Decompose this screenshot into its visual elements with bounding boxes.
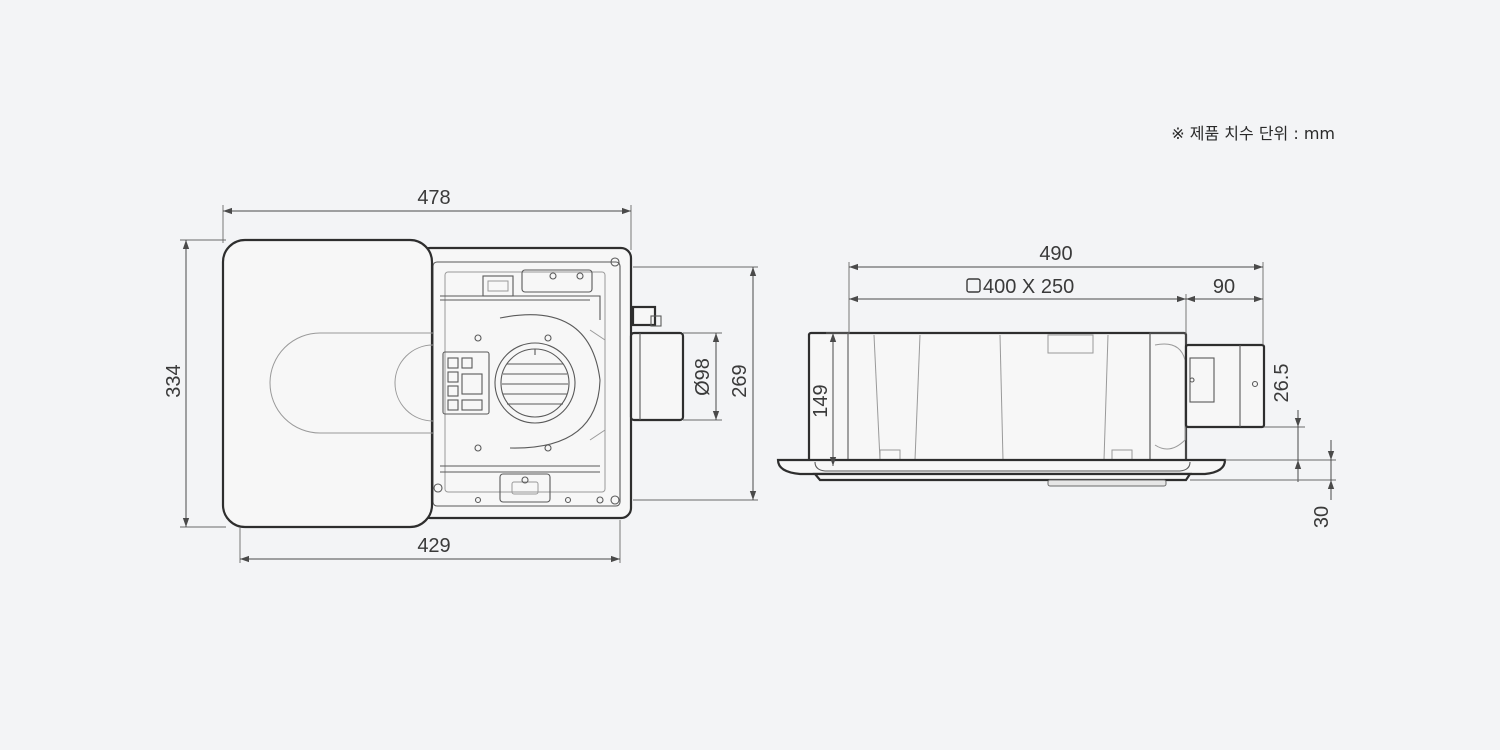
dim-26-5-label: 26.5 (1271, 364, 1293, 403)
dim-478-label: 478 (417, 187, 450, 209)
unit-note: ※ 제품 치수 단위 : mm (1171, 124, 1335, 143)
dim-429-label: 429 (417, 535, 450, 557)
dim-490-label: 490 (1039, 243, 1072, 265)
side-view-dimensions: 490 400 X 250 90 149 26.5 30 (810, 243, 1336, 528)
dim-opening-label: 400 X 250 (983, 276, 1074, 298)
top-view (221, 238, 685, 529)
dim-90-label: 90 (1213, 276, 1235, 298)
dim-149-label: 149 (810, 384, 832, 417)
dim-30-label: 30 (1311, 506, 1333, 528)
dim-duct-diameter-label: Ø98 (692, 358, 714, 396)
fan-louver (502, 349, 568, 405)
side-view (776, 331, 1266, 487)
top-view-dimensions: 478 429 334 269 Ø98 (163, 187, 758, 563)
square-symbol (966, 278, 981, 293)
dim-334-label: 334 (163, 364, 185, 397)
dim-269-label: 269 (729, 364, 751, 397)
